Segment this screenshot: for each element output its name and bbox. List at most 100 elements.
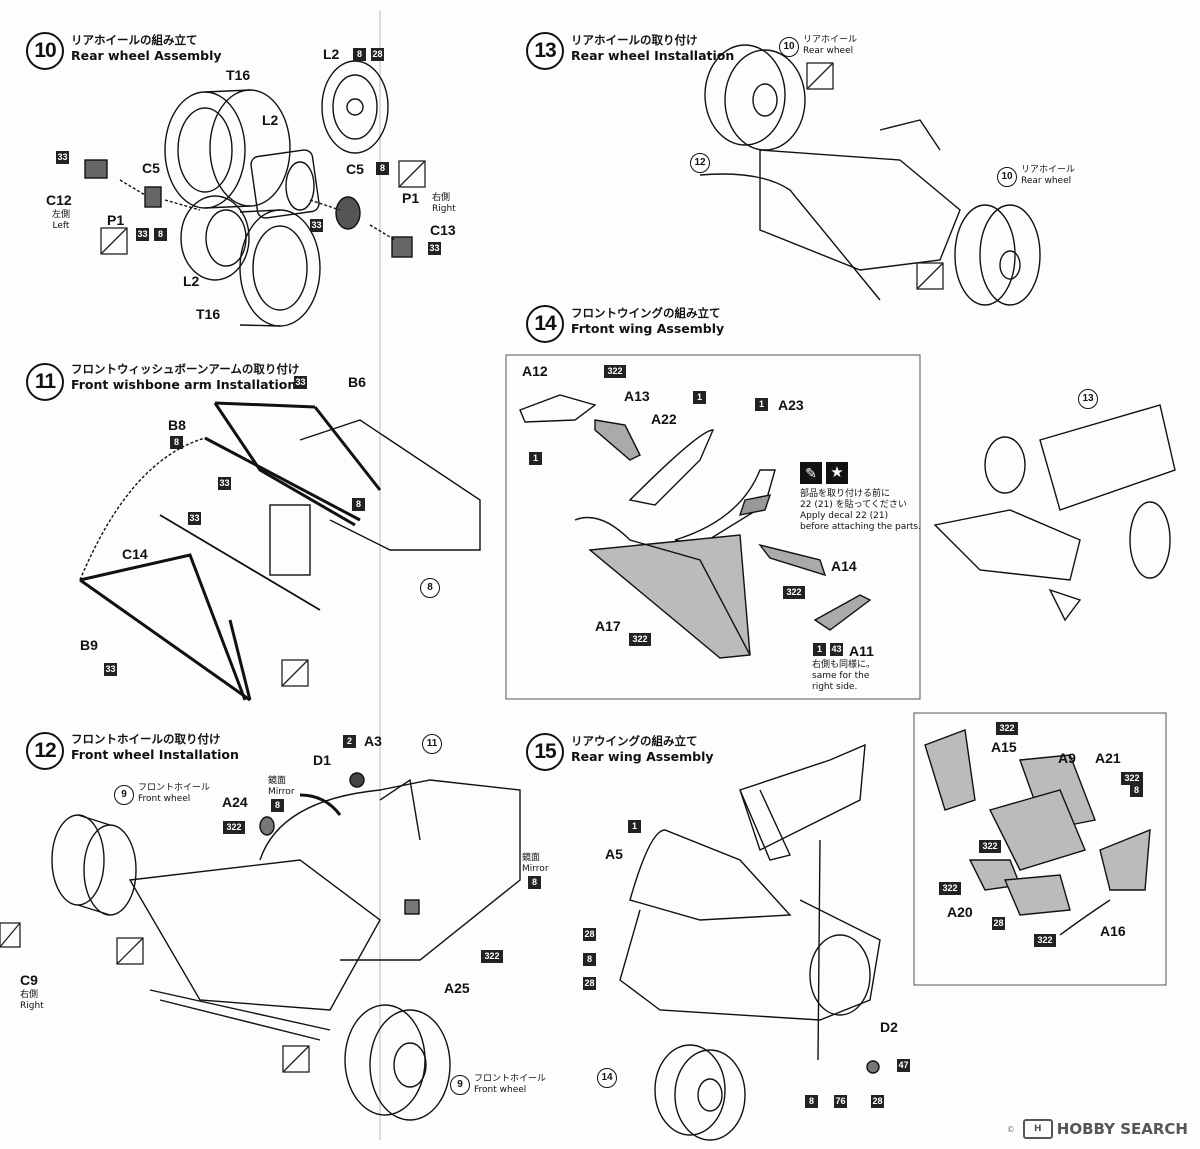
part-label-a25: A25 xyxy=(444,980,470,996)
part-label-b6: B6 xyxy=(348,374,366,390)
step-number-14: 14 xyxy=(526,305,564,343)
part-label-a24: A24 xyxy=(222,794,248,810)
rear-wheel-en: Rear wheel xyxy=(1021,176,1072,186)
color-chip-33: 33 xyxy=(294,376,307,389)
color-chip-33: 33 xyxy=(428,242,441,255)
ref-step-11: 11 xyxy=(422,734,442,754)
color-chip-76: 76 xyxy=(834,1095,847,1108)
step-number-13: 13 xyxy=(526,32,564,70)
part-label-b9: B9 xyxy=(80,637,98,653)
color-chip-322: 322 xyxy=(629,633,651,646)
front-wheel-jp: フロントホイール xyxy=(474,1074,547,1084)
step-title-en: Rear wheel Assembly xyxy=(71,48,222,63)
ref-step-12: 12 xyxy=(690,153,710,173)
mirror-en: Mirror xyxy=(522,864,549,874)
ref-step-10-right: 10 xyxy=(997,167,1017,187)
color-chip-43: 43 xyxy=(830,643,843,656)
decal-en1: Apply decal 22 (21) xyxy=(800,511,889,521)
step-title-jp: リアウイングの組み立て xyxy=(571,734,698,748)
part-label-p1-left: P1 xyxy=(107,212,125,228)
part-label-l2-bottom: L2 xyxy=(183,273,200,289)
decal-jp1: 部品を取り付ける前に xyxy=(800,489,891,499)
color-chip-28: 28 xyxy=(992,917,1005,930)
color-chip-322: 322 xyxy=(1121,772,1143,785)
mirror-note-left: 鏡面 Mirror xyxy=(268,776,295,798)
step-title-en: Front wheel Installation xyxy=(71,747,239,762)
step-title-en: Rear wing Assembly xyxy=(571,749,714,764)
same-en1: same for the xyxy=(812,671,870,681)
ref-step-8: 8 xyxy=(420,578,440,598)
color-chip-322: 322 xyxy=(481,950,503,963)
color-chip-28: 28 xyxy=(583,928,596,941)
right-en: Right xyxy=(20,1001,44,1011)
decal-note: 部品を取り付ける前に 22 (21) を貼ってください Apply decal … xyxy=(800,489,921,533)
color-chip-322: 322 xyxy=(783,586,805,599)
front-wheel-note-bottom: フロントホイール Front wheel xyxy=(474,1074,546,1096)
part-label-b8: B8 xyxy=(168,417,186,433)
part-label-l2-detail: L2 xyxy=(323,46,340,62)
color-chip-28: 28 xyxy=(871,1095,884,1108)
front-wheel-en: Front wheel xyxy=(138,794,191,804)
part-label-d2: D2 xyxy=(880,1019,898,1035)
step-title-jp: リアホイールの組み立て xyxy=(71,33,198,47)
mirror-en: Mirror xyxy=(268,787,295,797)
color-chip-47: 47 xyxy=(897,1059,910,1072)
color-chip-1: 1 xyxy=(693,391,706,404)
part-label-a23: A23 xyxy=(778,397,804,413)
mirror-note-right: 鏡面 Mirror xyxy=(522,853,549,875)
color-chip-33: 33 xyxy=(104,663,117,676)
right-note: 右側 Right xyxy=(432,193,456,215)
right-jp: 右側 xyxy=(20,990,39,1000)
same-en2: right side. xyxy=(812,682,858,692)
step-title-13: リアホイールの取り付け Rear wheel Installation xyxy=(571,33,734,64)
color-chip-8: 8 xyxy=(1130,784,1143,797)
left-jp: 左側 xyxy=(52,210,71,220)
color-chip-322: 322 xyxy=(604,365,626,378)
part-label-c12: C12 xyxy=(46,192,72,208)
step-title-jp: フロントウイングの組み立て xyxy=(571,306,721,320)
watermark-brand: HOBBY SEARCH xyxy=(1056,1120,1188,1138)
ref-step-10-top: 10 xyxy=(779,37,799,57)
part-label-c5-left: C5 xyxy=(142,160,160,176)
part-label-a13: A13 xyxy=(624,388,650,404)
step-number-10: 10 xyxy=(26,32,64,70)
part-label-c9: C9 xyxy=(20,972,38,988)
color-chip-322: 322 xyxy=(979,840,1001,853)
color-chip-8: 8 xyxy=(353,48,366,61)
mirror-jp: 鏡面 xyxy=(522,853,541,863)
copyright-mark: © xyxy=(1006,1124,1015,1134)
step-title-en: Front wishbone arm Installation xyxy=(71,377,297,392)
step-title-jp: フロントホイールの取り付け xyxy=(71,732,221,746)
step-title-12: フロントホイールの取り付け Front wheel Installation xyxy=(71,732,239,763)
hobby-search-logo-icon: H xyxy=(1022,1119,1053,1139)
rear-wheel-note-right: リアホイール Rear wheel xyxy=(1021,165,1075,187)
step-number-11: 11 xyxy=(26,363,64,401)
part-label-l2-top: L2 xyxy=(262,112,279,128)
color-chip-28: 28 xyxy=(371,48,384,61)
color-chip-8: 8 xyxy=(805,1095,818,1108)
color-chip-1: 1 xyxy=(755,398,768,411)
color-chip-322: 322 xyxy=(1034,934,1056,947)
color-chip-8: 8 xyxy=(271,799,284,812)
part-label-a22: A22 xyxy=(651,411,677,427)
part-label-d1: D1 xyxy=(313,752,331,768)
ref-step-9-bottom: 9 xyxy=(450,1075,470,1095)
right-en: Right xyxy=(432,204,456,214)
part-label-c14: C14 xyxy=(122,546,148,562)
color-chip-33: 33 xyxy=(218,477,231,490)
decal-star-icon: ★ xyxy=(826,462,848,484)
color-chip-1: 1 xyxy=(529,452,542,465)
step-title-en: Rear wheel Installation xyxy=(571,48,735,63)
rear-wheel-en: Rear wheel xyxy=(803,46,854,56)
mirror-jp: 鏡面 xyxy=(268,776,287,786)
ref-step-13: 13 xyxy=(1078,389,1098,409)
part-label-t16-bottom: T16 xyxy=(196,306,221,322)
color-chip-33: 33 xyxy=(56,151,69,164)
color-chip-8: 8 xyxy=(352,498,365,511)
color-chip-8: 8 xyxy=(154,228,167,241)
step-title-15: リアウイングの組み立て Rear wing Assembly xyxy=(571,734,714,765)
rear-wheel-jp: リアホイール xyxy=(1021,165,1076,175)
rear-wheel-jp: リアホイール xyxy=(803,35,858,45)
